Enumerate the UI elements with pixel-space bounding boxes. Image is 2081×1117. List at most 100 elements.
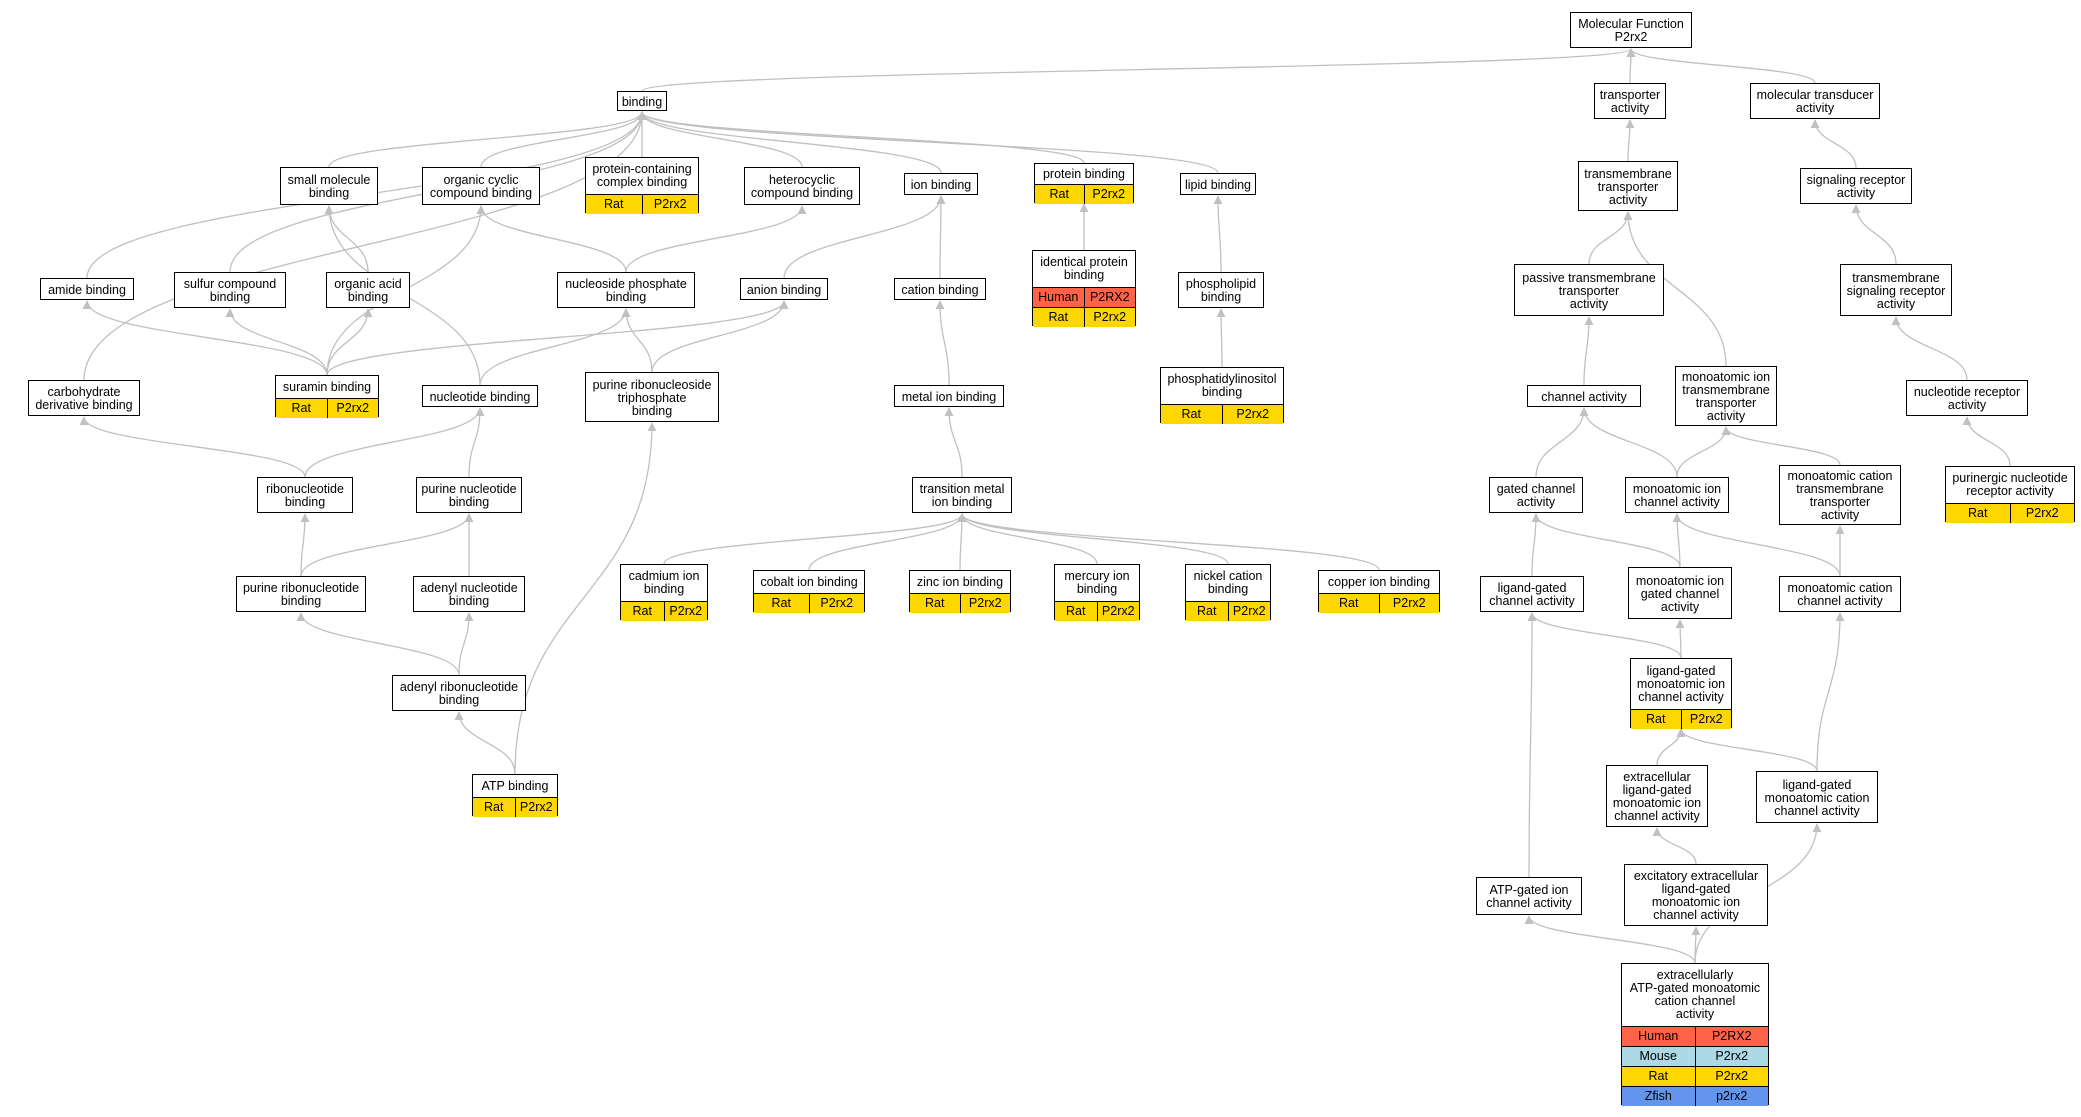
species-cell: Rat bbox=[1049, 187, 1069, 201]
gene-cell: P2rx2 bbox=[959, 594, 1011, 613]
gene-cell: P2RX2 bbox=[1083, 288, 1136, 307]
go-term-lipidbind[interactable]: lipid binding bbox=[1180, 173, 1256, 195]
go-term-monocatiotm[interactable]: monoatomic cation transmembrane transpor… bbox=[1779, 465, 1901, 525]
go-term-purnuc[interactable]: purine nucleotide binding bbox=[416, 477, 522, 513]
go-term-label: excitatory extracellular ligand-gated mo… bbox=[1633, 869, 1759, 922]
go-term-anion[interactable]: anion binding bbox=[740, 278, 828, 300]
go-term-sigrec[interactable]: signaling receptor activity bbox=[1800, 168, 1912, 204]
go-term-label: ligand-gated monoatomic cation channel a… bbox=[1764, 777, 1870, 818]
gene-cell: P2rx2 bbox=[1378, 594, 1440, 613]
go-term-label: amide binding bbox=[48, 282, 126, 297]
go-term-phospholipid[interactable]: phospholipid binding bbox=[1178, 272, 1264, 308]
go-term-amide[interactable]: amide binding bbox=[40, 278, 134, 300]
go-term-label: nucleoside phosphate binding bbox=[565, 277, 687, 304]
is-a-edge bbox=[324, 205, 369, 273]
go-term-label: passive transmembrane transporter activi… bbox=[1522, 270, 1656, 311]
species-cell: Rat bbox=[484, 800, 504, 814]
species-cell: Rat bbox=[632, 604, 652, 618]
is-a-edge bbox=[1721, 426, 1841, 466]
go-term-purribonuc[interactable]: purine ribonucleotide binding bbox=[236, 576, 366, 612]
is-a-edge bbox=[783, 195, 946, 279]
go-term-metalion[interactable]: metal ion binding bbox=[894, 385, 1004, 407]
is-a-edge bbox=[935, 300, 950, 386]
go-term-label: purinergic nucleotide receptor activity bbox=[1952, 471, 2068, 498]
is-a-edge bbox=[468, 407, 485, 478]
go-term-extralg[interactable]: extracellular ligand-gated monoatomic io… bbox=[1606, 765, 1708, 827]
go-term-label: carbohydrate derivative binding bbox=[35, 385, 133, 412]
go-term-channel[interactable]: channel activity bbox=[1527, 385, 1641, 407]
go-term-carbo[interactable]: carbohydrate derivative binding bbox=[28, 380, 140, 416]
go-term-orgacid[interactable]: organic acid binding bbox=[326, 272, 410, 308]
go-term-label: monoatomic cation channel activity bbox=[1787, 581, 1893, 608]
go-term-orgcyclic[interactable]: organic cyclic compound binding bbox=[422, 167, 540, 205]
go-term-ionbind[interactable]: ion binding bbox=[904, 173, 978, 195]
go-term-tmsigrec[interactable]: transmembrane signaling receptor activit… bbox=[1840, 264, 1952, 316]
go-term-heterocyclic[interactable]: heterocyclic compound binding bbox=[744, 167, 860, 205]
is-a-edge bbox=[1531, 513, 1541, 577]
go-term-purribotri[interactable]: purine ribonucleoside triphosphate bindi… bbox=[585, 372, 719, 422]
go-term-sulfur[interactable]: sulfur compound binding bbox=[174, 272, 286, 308]
go-term-atpgated[interactable]: ATP-gated ion channel activity bbox=[1476, 877, 1582, 915]
go-term-lgmonoion[interactable]: ligand-gated monoatomic ion channel acti… bbox=[1630, 658, 1732, 729]
go-term-excitatory[interactable]: excitatory extracellular ligand-gated mo… bbox=[1624, 864, 1768, 926]
go-term-label: monoatomic cation transmembrane transpor… bbox=[1787, 469, 1893, 522]
go-term-adenylnuc[interactable]: adenyl nucleotide binding bbox=[413, 576, 525, 612]
is-a-edge bbox=[1676, 426, 1731, 478]
go-term-monoiontm[interactable]: monoatomic ion transmembrane transporter… bbox=[1675, 366, 1777, 426]
go-term-monoionch[interactable]: monoatomic ion channel activity bbox=[1625, 477, 1729, 513]
go-term-label: purine ribonucleotide binding bbox=[242, 581, 360, 608]
go-term-lgmonocat[interactable]: ligand-gated monoatomic cation channel a… bbox=[1756, 771, 1878, 823]
go-term-tmtransporter[interactable]: transmembrane transporter activity bbox=[1578, 161, 1678, 211]
go-term-nucphos[interactable]: nucleoside phosphate binding bbox=[557, 272, 695, 308]
go-term-label: nucleotide receptor activity bbox=[1913, 385, 2021, 412]
go-term-binding[interactable]: binding bbox=[617, 91, 667, 111]
species-cell: Rat bbox=[1339, 596, 1359, 610]
go-term-cation[interactable]: cation binding bbox=[894, 278, 986, 300]
go-term-label: monoatomic ion gated channel activity bbox=[1635, 573, 1725, 614]
go-term-mf[interactable]: Molecular Function P2rx2 bbox=[1570, 12, 1692, 48]
go-term-smallmol[interactable]: small molecule binding bbox=[280, 167, 378, 205]
is-a-edge bbox=[1962, 416, 2011, 467]
go-term-monoiongated[interactable]: monoatomic ion gated channel activity bbox=[1628, 567, 1732, 619]
is-a-edge bbox=[637, 111, 942, 174]
go-term-monocatch[interactable]: monoatomic cation channel activity bbox=[1779, 576, 1901, 612]
go-term-passive[interactable]: passive transmembrane transporter activi… bbox=[1514, 264, 1664, 316]
go-term-ribonuc[interactable]: ribonucleotide binding bbox=[257, 477, 353, 513]
go-term-ligandgated[interactable]: ligand-gated channel activity bbox=[1480, 576, 1584, 612]
go-term-moltrans[interactable]: molecular transducer activity bbox=[1750, 83, 1880, 119]
go-term-label: adenyl nucleotide binding bbox=[420, 581, 518, 608]
go-term-extraatp[interactable]: extracellularly ATP-gated monoatomic cat… bbox=[1621, 963, 1769, 1106]
go-term-label: nucleotide binding bbox=[429, 389, 531, 404]
go-term-nucrec[interactable]: nucleotide receptor activity bbox=[1906, 380, 2028, 416]
is-a-edge bbox=[479, 308, 631, 386]
go-term-adenylribo[interactable]: adenyl ribonucleotide binding bbox=[392, 675, 526, 711]
go-term-gated[interactable]: gated channel activity bbox=[1489, 477, 1583, 513]
go-term-transmetal[interactable]: transition metal ion binding bbox=[912, 477, 1012, 513]
go-term-nucleotide[interactable]: nucleotide binding bbox=[422, 385, 538, 407]
gene-cell: P2rx2 bbox=[641, 195, 699, 214]
go-term-label: gated channel activity bbox=[1496, 482, 1576, 509]
is-a-edge bbox=[1531, 513, 1681, 568]
go-term-transporter[interactable]: transporter activity bbox=[1594, 83, 1666, 119]
is-a-edge bbox=[1535, 407, 1589, 478]
species-cell: Rat bbox=[1646, 712, 1666, 726]
